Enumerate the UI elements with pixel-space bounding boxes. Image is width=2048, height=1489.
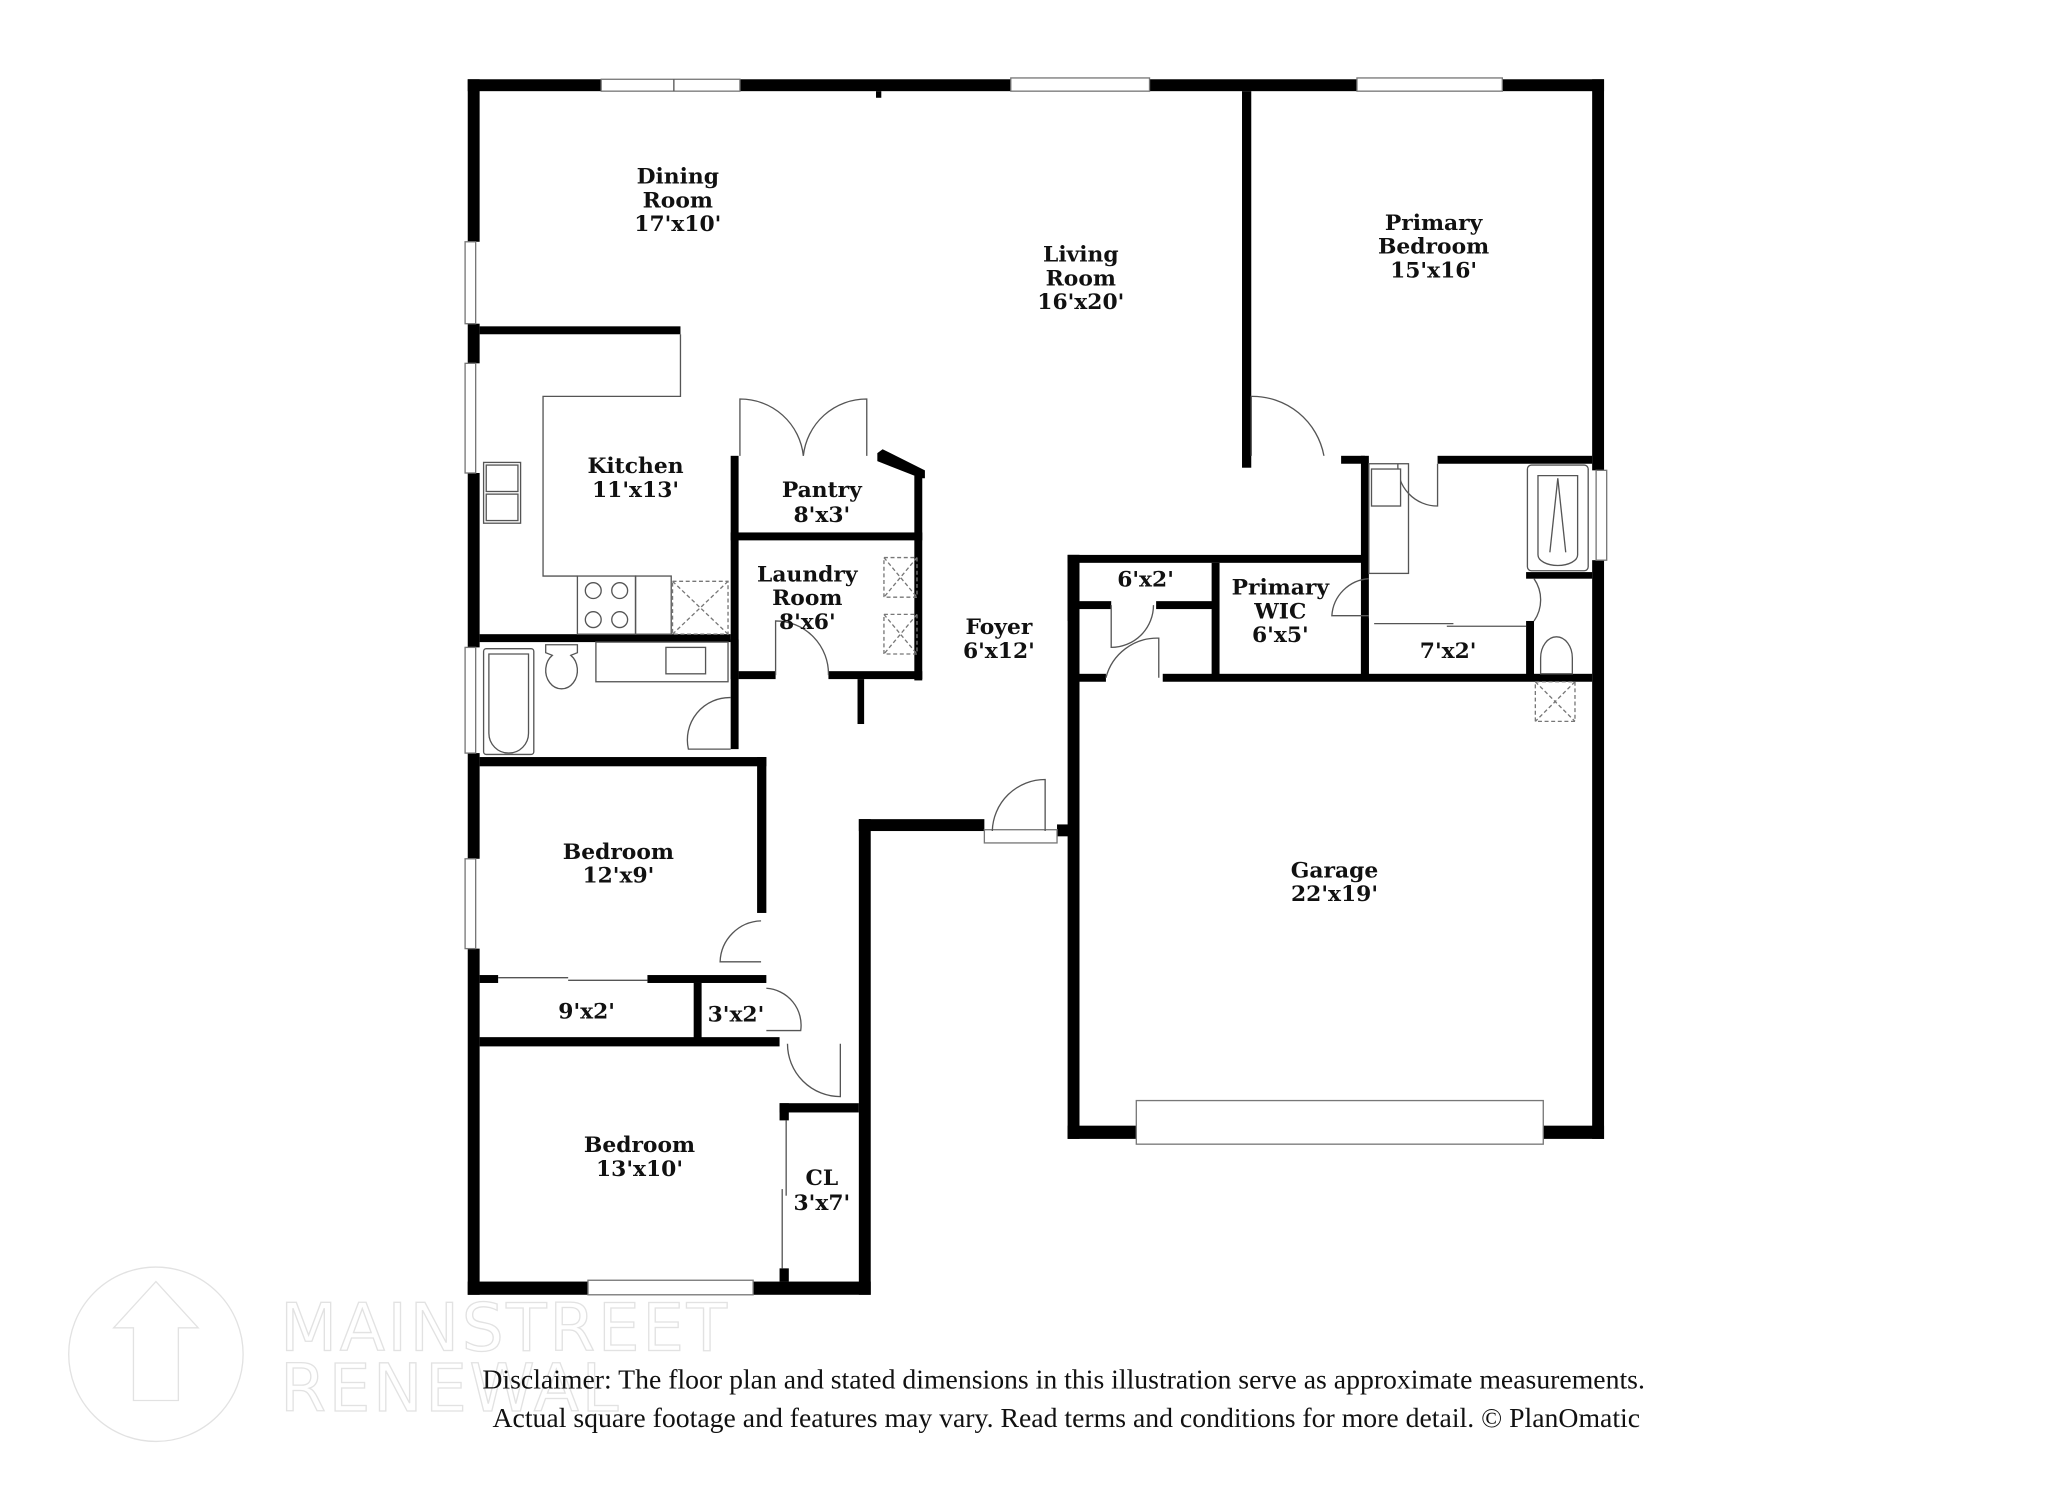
svg-text:Primary: Primary [1232,576,1331,601]
svg-text:Bedroom: Bedroom [1378,235,1489,260]
room-bedroom-2: Bedroom 13'x10' [584,1133,695,1182]
toilet-icon [545,644,579,690]
stove-icon [576,575,637,635]
room-living: Living Room 16'x20' [1037,243,1124,316]
svg-text:Bedroom: Bedroom [584,1133,695,1158]
room-primary-wic: Primary WIC 6'x5' [1232,576,1331,649]
garage-door [1135,1099,1544,1145]
svg-text:6'x5': 6'x5' [1252,623,1309,648]
water-heater-icon [1534,681,1576,723]
bathtub-icon [482,648,535,756]
svg-text:Foyer: Foyer [965,615,1032,640]
svg-text:Dining: Dining [637,165,719,190]
svg-text:22'x19': 22'x19' [1291,882,1378,907]
svg-text:Garage: Garage [1291,858,1378,883]
room-primary-bedroom: Primary Bedroom 15'x16' [1378,211,1489,284]
room-cl: CL 3'x7' [793,1166,850,1216]
watermark-line2: RENEWAL [280,1350,621,1427]
svg-text:13'x10': 13'x10' [596,1157,683,1182]
svg-text:Room: Room [772,586,842,611]
svg-text:3'x2': 3'x2' [708,1002,765,1027]
svg-text:17'x10': 17'x10' [634,212,721,237]
disclaimer-line1: Disclaimer: The floor plan and stated di… [482,1365,1645,1396]
room-kitchen: Kitchen 11'x13' [587,454,683,503]
fridge-icon [671,580,729,635]
disclaimer: Disclaimer: The floor plan and stated di… [482,1365,1645,1434]
room-dining: Dining Room 17'x10' [634,165,721,238]
svg-text:6'x2': 6'x2' [1117,568,1174,593]
disclaimer-line2: Actual square footage and features may v… [492,1403,1640,1434]
svg-text:Laundry: Laundry [757,562,859,587]
svg-text:Pantry: Pantry [782,478,863,503]
windows [464,77,1608,1296]
mainstreet-logo-watermark: MAINSTREET RENEWAL [68,1266,729,1443]
fixtures [482,334,1589,756]
primary-toilet-icon [1539,636,1573,675]
svg-text:CL: CL [805,1166,838,1191]
room-closet-3x2: 3'x2' [708,1002,765,1027]
svg-text:Primary: Primary [1385,211,1484,236]
svg-text:Room: Room [1046,266,1116,291]
svg-text:Kitchen: Kitchen [587,454,683,479]
doors [498,395,1542,1269]
svg-text:Room: Room [643,188,713,213]
room-closet-9x2: 9'x2' [558,1000,615,1025]
bath-sink-icon [665,646,707,675]
svg-text:8'x3': 8'x3' [793,503,850,528]
svg-text:16'x20': 16'x20' [1037,290,1124,315]
svg-text:6'x12': 6'x12' [963,639,1035,664]
room-labels: Dining Room 17'x10' Living Room 16'x20' … [558,165,1489,1217]
primary-sink-icon [1370,468,1402,507]
kitchen-sink-icon [482,461,522,524]
room-foyer: Foyer 6'x12' [963,615,1035,664]
svg-text:7'x2': 7'x2' [1420,639,1477,664]
svg-text:9'x2': 9'x2' [558,1000,615,1025]
svg-text:Living: Living [1043,243,1119,268]
svg-text:WIC: WIC [1253,599,1306,624]
svg-text:3'x7': 3'x7' [793,1191,850,1216]
room-garage: Garage 22'x19' [1291,858,1378,907]
svg-text:12'x9': 12'x9' [582,864,654,889]
walls [467,79,1605,1295]
room-closet-6x2: 6'x2' [1117,568,1174,593]
room-laundry: Laundry Room 8'x6' [757,562,859,635]
watermark-line1: MAINSTREET [280,1289,729,1366]
room-pantry: Pantry 8'x3' [782,478,863,528]
room-bedroom-1: Bedroom 12'x9' [563,840,674,889]
primary-tub-icon [1526,464,1589,572]
svg-text:15'x16': 15'x16' [1390,258,1477,283]
room-closet-7x2: 7'x2' [1420,639,1477,664]
svg-text:Bedroom: Bedroom [563,840,674,865]
svg-text:11'x13': 11'x13' [592,478,679,503]
svg-text:8'x6': 8'x6' [779,610,836,635]
